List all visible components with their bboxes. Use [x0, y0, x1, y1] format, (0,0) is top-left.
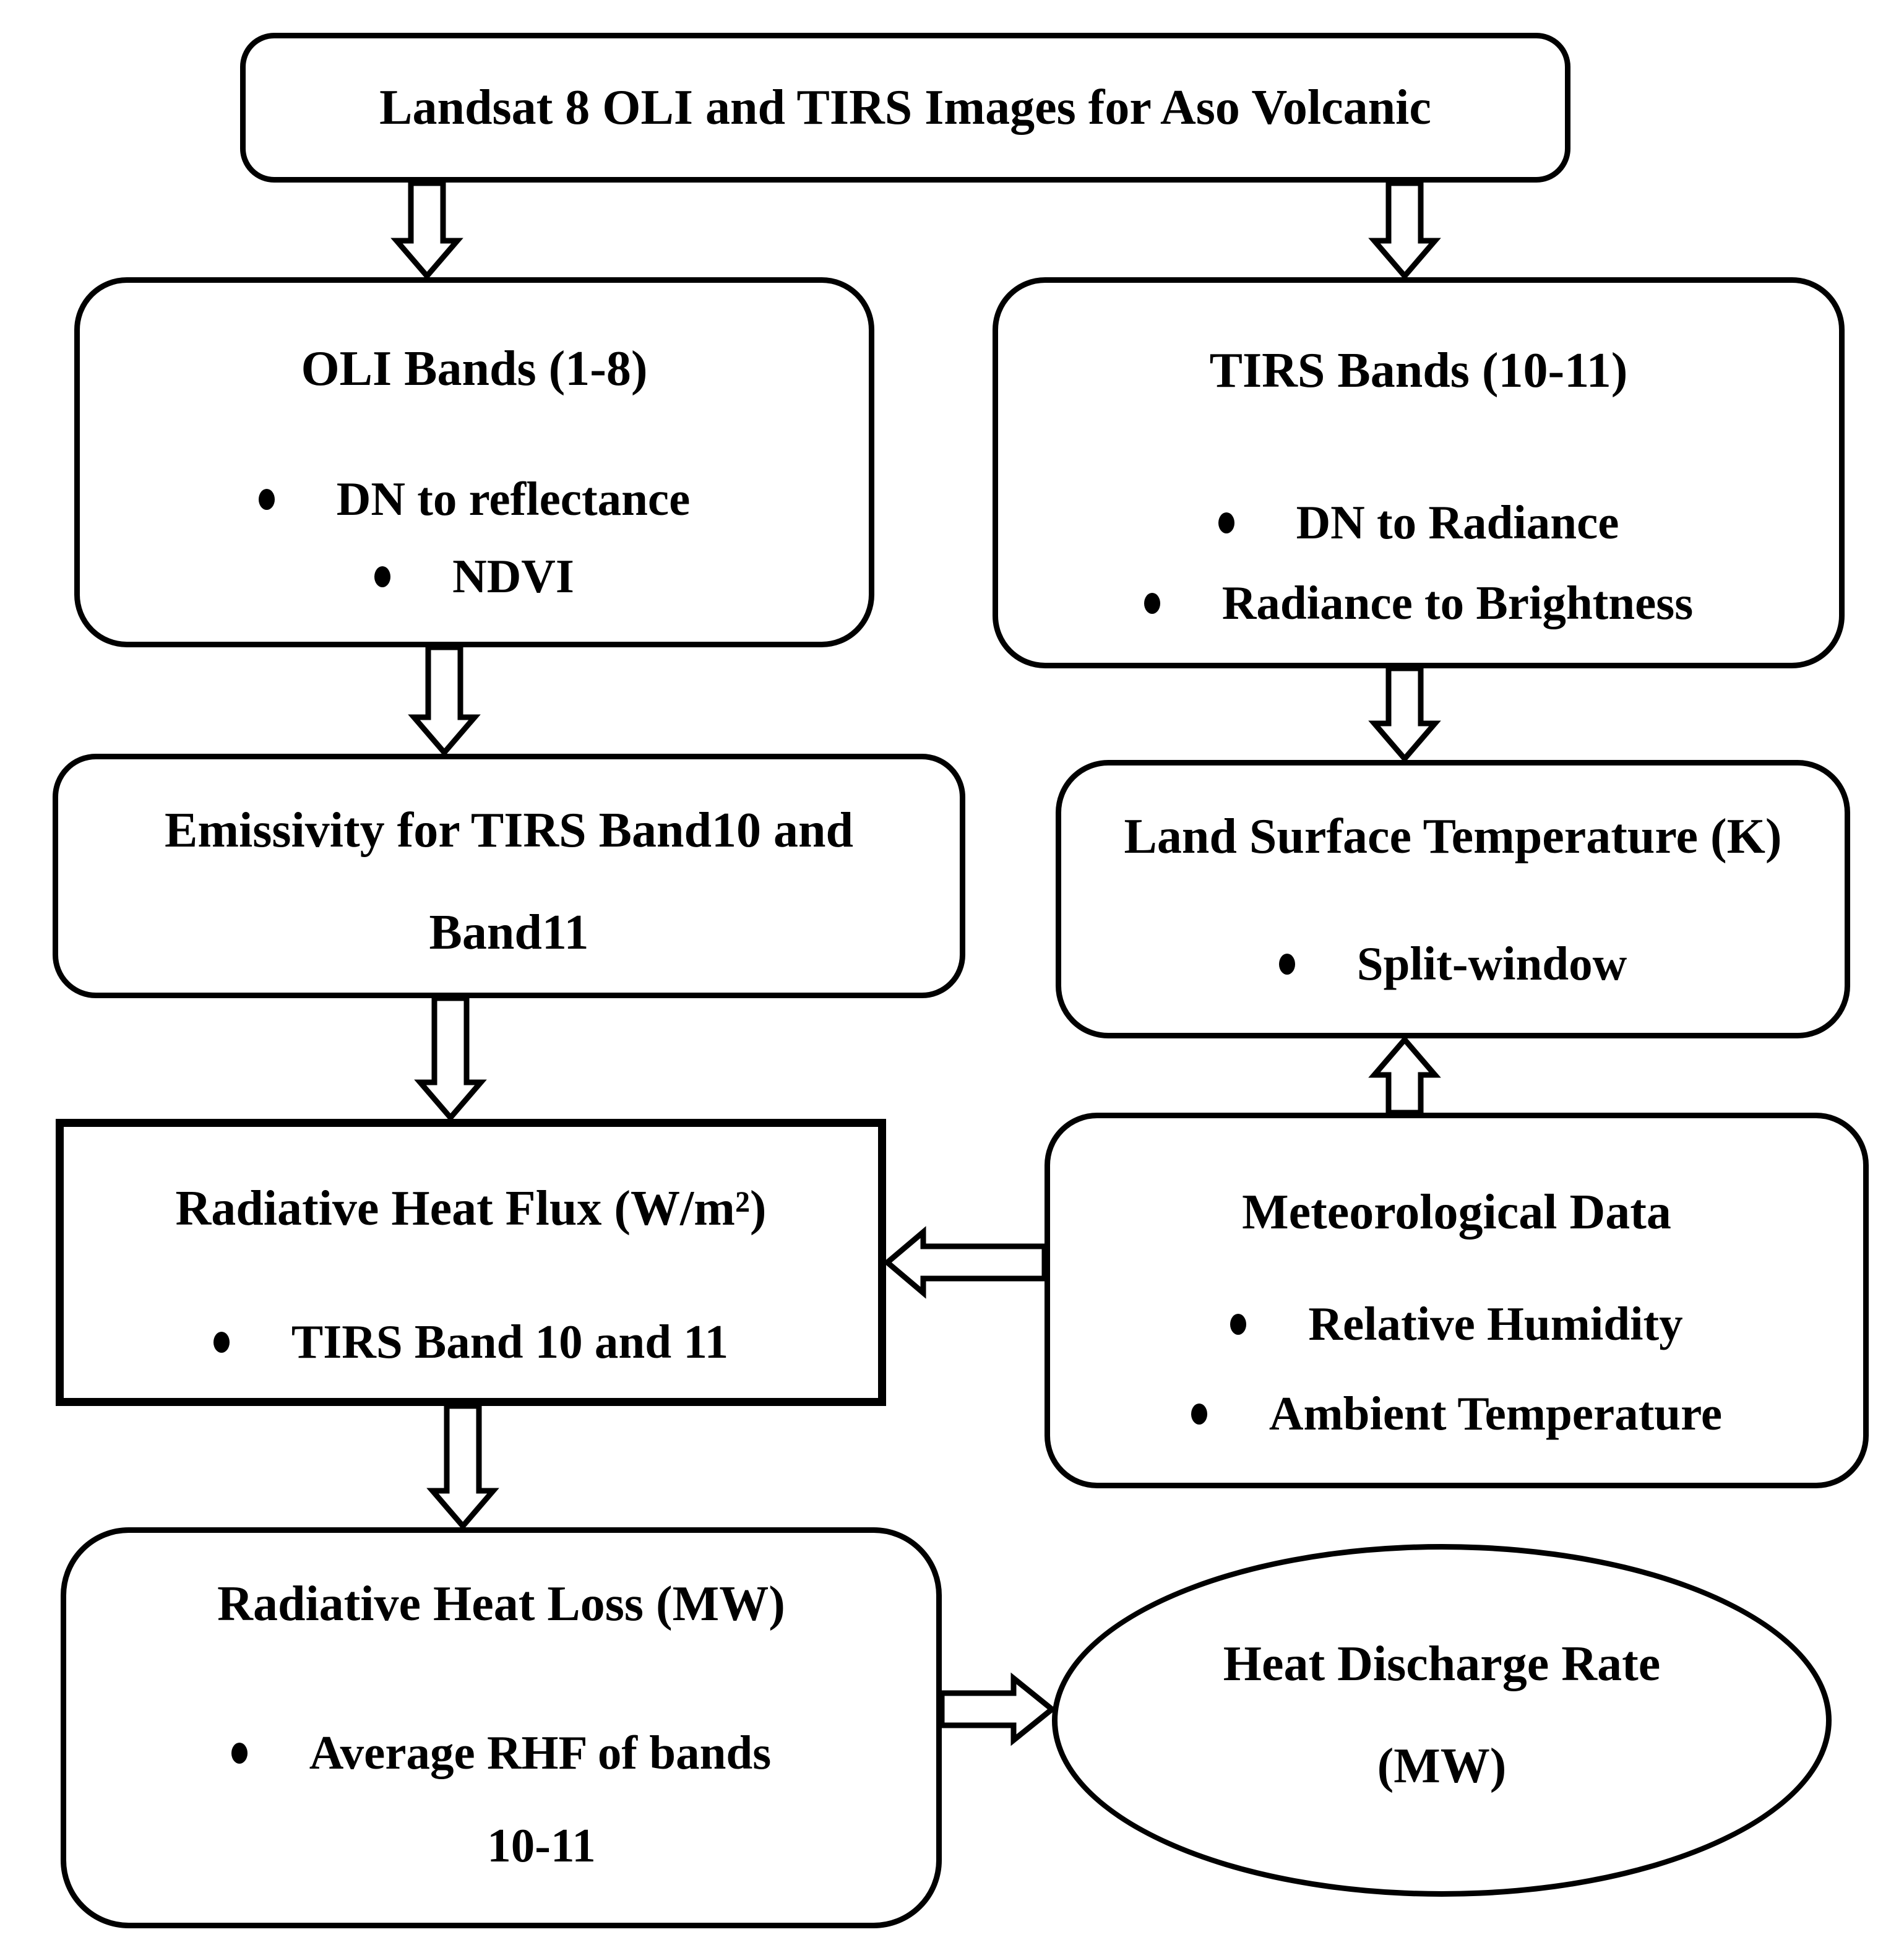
- node-heat-discharge-rate-line2: (MW): [1377, 1739, 1507, 1793]
- bullet-item: Ambient Temperature: [1191, 1384, 1722, 1443]
- bullet-dot: [213, 1331, 230, 1353]
- bullet-dot: [1191, 1403, 1207, 1425]
- node-land-surface-temperature-bullets: Split-window: [1278, 934, 1627, 993]
- bullet-text: Average RHF of bands: [309, 1726, 772, 1779]
- node-heat-discharge-rate-line1: Heat Discharge Rate: [1223, 1637, 1661, 1691]
- bullet-continuation-text: 10-11: [487, 1819, 596, 1872]
- bullet-item: DN to Radiance: [1218, 493, 1619, 552]
- node-radiative-heat-loss-bullets: Average RHF of bands: [231, 1723, 771, 1782]
- bullet-text: DN to Radiance: [1296, 496, 1619, 549]
- arrow-rhl-to-hdr: [939, 1672, 1057, 1746]
- node-meteorological-data-title: Meteorological Data: [1242, 1185, 1671, 1240]
- bullet-item: Average RHF of bands: [231, 1723, 771, 1782]
- node-oli-bands: OLI Bands (1-8) DN to reflectance NDVI: [74, 277, 874, 647]
- node-meteorological-data-bullets: Relative Humidity Ambient Temperature: [1191, 1295, 1722, 1443]
- bullet-item: Relative Humidity: [1230, 1295, 1683, 1353]
- node-landsat-source-title: Landsat 8 OLI and TIRS Images for Aso Vo…: [379, 80, 1431, 135]
- node-radiative-heat-flux-bullets: TIRS Band 10 and 11: [213, 1313, 728, 1371]
- node-tirs-bands: TIRS Bands (10-11) DN to Radiance Radian…: [993, 277, 1845, 668]
- arrow-met-to-lst: [1368, 1035, 1441, 1116]
- node-radiative-heat-flux-title: Radiative Heat Flux (W/m²): [175, 1181, 767, 1236]
- arrow-tirs-to-lst: [1368, 665, 1441, 763]
- bullet-dot: [231, 1742, 248, 1764]
- node-land-surface-temperature: Land Surface Temperature (K) Split-windo…: [1056, 760, 1850, 1038]
- node-oli-bands-title: OLI Bands (1-8): [301, 342, 648, 396]
- bullet-text: Split-window: [1356, 937, 1627, 990]
- node-emissivity: Emissivity for TIRS Band10 and Band11: [53, 754, 965, 998]
- node-tirs-bands-bullets: DN to Radiance Radiance to Brightness: [1144, 493, 1693, 632]
- node-emissivity-title-line2: Band11: [429, 905, 589, 960]
- node-oli-bands-bullets: DN to reflectance NDVI: [258, 470, 691, 606]
- node-radiative-heat-flux: Radiative Heat Flux (W/m²) TIRS Band 10 …: [56, 1119, 886, 1406]
- bullet-text: Radiance to Brightness: [1221, 576, 1694, 629]
- bullet-dot: [374, 566, 391, 587]
- bullet-item: NDVI: [374, 547, 574, 606]
- arrow-rhf-to-rhl: [426, 1403, 499, 1530]
- bullet-item: Split-window: [1278, 934, 1627, 993]
- arrow-oli-to-emissivity: [408, 644, 481, 757]
- node-landsat-source: Landsat 8 OLI and TIRS Images for Aso Vo…: [240, 33, 1570, 183]
- bullet-text: NDVI: [452, 550, 574, 603]
- node-radiative-heat-loss-title: Radiative Heat Loss (MW): [217, 1577, 785, 1631]
- bullet-text: Ambient Temperature: [1269, 1387, 1723, 1440]
- node-emissivity-title-line1: Emissivity for TIRS Band10 and: [165, 803, 853, 858]
- arrow-source-to-tirs: [1368, 180, 1441, 280]
- bullet-dot: [258, 488, 275, 510]
- node-heat-discharge-rate: Heat Discharge Rate (MW): [1052, 1544, 1832, 1897]
- node-land-surface-temperature-title: Land Surface Temperature (K): [1124, 809, 1782, 864]
- arrow-met-to-rhf: [883, 1226, 1048, 1299]
- bullet-item: Radiance to Brightness: [1144, 574, 1693, 632]
- node-radiative-heat-loss: Radiative Heat Loss (MW) Average RHF of …: [61, 1527, 942, 1928]
- bullet-dot: [1278, 953, 1295, 975]
- bullet-text: DN to reflectance: [336, 472, 691, 525]
- bullet-text: Relative Humidity: [1308, 1297, 1683, 1350]
- bullet-item: DN to reflectance: [258, 470, 691, 528]
- bullet-dot: [1230, 1313, 1247, 1335]
- bullet-item: TIRS Band 10 and 11: [213, 1313, 728, 1371]
- arrow-emissivity-to-rhf: [414, 995, 487, 1122]
- bullet-text: TIRS Band 10 and 11: [291, 1315, 729, 1368]
- arrow-source-to-oli: [390, 180, 463, 280]
- node-tirs-bands-title: TIRS Bands (10-11): [1209, 343, 1628, 398]
- node-meteorological-data: Meteorological Data Relative Humidity Am…: [1045, 1113, 1869, 1488]
- bullet-dot: [1144, 592, 1160, 614]
- bullet-dot: [1218, 512, 1234, 533]
